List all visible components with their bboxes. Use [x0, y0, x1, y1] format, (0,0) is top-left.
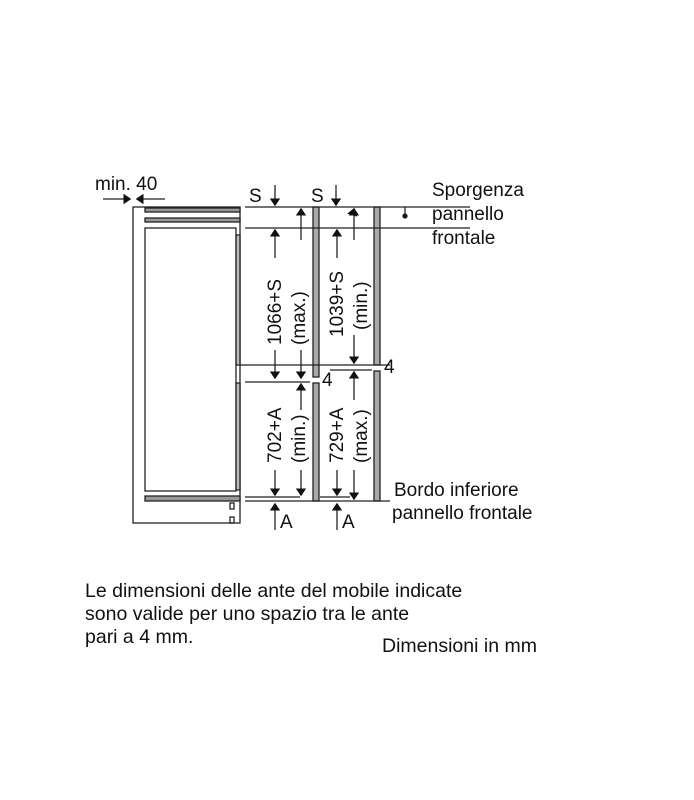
- door-panel-upper-left: [312, 206, 320, 378]
- upper-left-dimension: 1066+S: [265, 279, 286, 345]
- door-panel-lower-right: [373, 370, 381, 502]
- bottom-edge-label-1: Bordo inferiore: [394, 480, 519, 501]
- lower-right-qualifier: (max.): [351, 409, 372, 463]
- min-gap-label: min. 40: [95, 174, 157, 195]
- note-line-3: pari a 4 mm.: [85, 626, 194, 648]
- note-line-1: Le dimensioni delle ante del mobile indi…: [85, 580, 463, 602]
- lower-left-qualifier: (min.): [289, 414, 310, 463]
- door-gap-note: Le dimensioni delle ante del mobile indi…: [85, 580, 462, 649]
- protrusion-label-1: Sporgenza: [432, 180, 524, 201]
- door-panel-upper-right: [373, 206, 381, 366]
- bottom-strip: [144, 495, 241, 502]
- units-label: Dimensioni in mm: [382, 635, 537, 657]
- side-strip-lower: [235, 382, 241, 491]
- gap-label-left: 4: [322, 370, 333, 391]
- protrusion-label-2: pannello: [432, 204, 504, 225]
- upper-left-qualifier: (max.): [289, 291, 310, 345]
- upper-right-dimension: 1039+S: [327, 271, 348, 337]
- side-strip: [235, 234, 241, 366]
- s-label-left: S: [249, 186, 262, 207]
- s-label-right: S: [311, 186, 324, 207]
- bottom-edge-label-2: pannello frontale: [392, 503, 533, 524]
- note-line-2: sono valide per uno spazio tra le ante: [85, 603, 410, 625]
- top-strip: [144, 207, 241, 213]
- lower-right-dimension: 729+A: [327, 407, 348, 463]
- a-label-right: A: [342, 512, 355, 533]
- protrusion-label-3: frontale: [432, 228, 495, 249]
- gap-label-right: 4: [384, 357, 395, 378]
- a-label-left: A: [280, 512, 293, 533]
- cabinet-outline: [132, 206, 241, 524]
- appliance-body: [144, 227, 237, 492]
- lower-left-dimension: 702+A: [265, 407, 286, 463]
- top-strip-2: [144, 217, 241, 223]
- upper-right-qualifier: (min.): [351, 281, 372, 330]
- door-panel-lower-left: [312, 382, 320, 502]
